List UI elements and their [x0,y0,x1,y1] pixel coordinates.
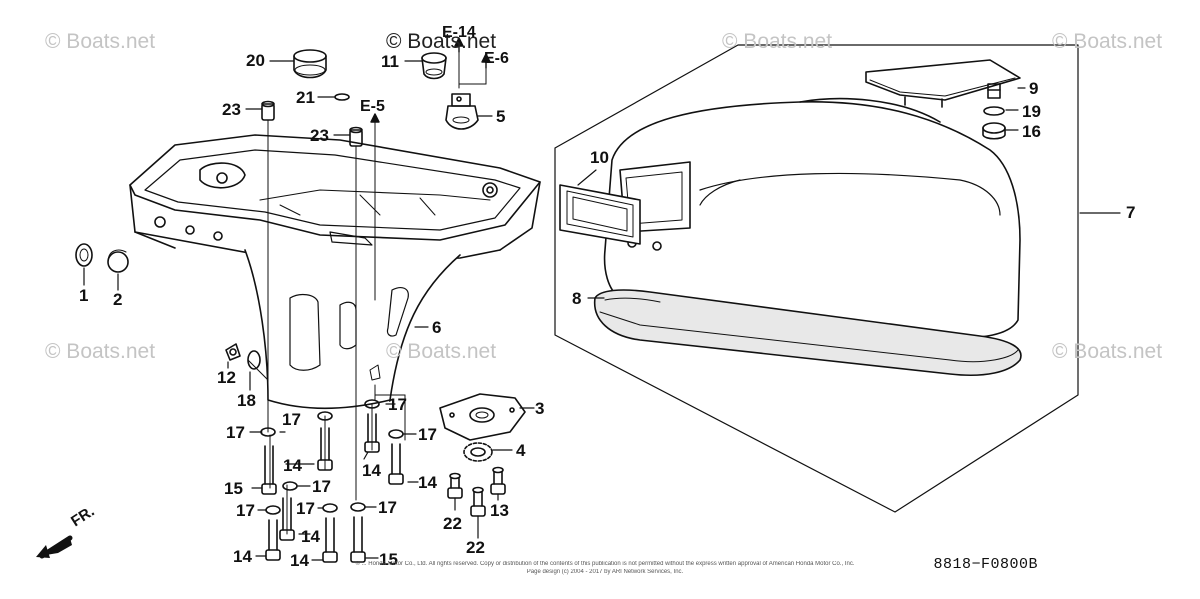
callout-17-a: 17 [388,395,407,414]
callout-18: 18 [237,391,256,410]
callout-17-e: 17 [312,477,331,496]
part-3-shape [439,393,526,441]
callout-22-b: 22 [466,538,485,557]
callout-15-b: 15 [379,550,398,569]
callout-17-c: 17 [226,423,245,442]
callout-17-h: 17 [378,498,397,517]
engine-cover [554,44,1079,513]
callout-11: 11 [381,52,399,71]
ref-e5: E-5 [360,98,385,115]
copyright-line-1: © ... Honda Motor Co., Ltd. All rights r… [355,561,855,567]
watermark-top-center: © Boats.net [386,30,497,53]
callout-17-b: 17 [418,425,437,444]
part-16-shape [982,122,1006,140]
callout-6: 6 [432,318,442,337]
callout-14-a: 14 [283,456,302,475]
part-11-shape [421,52,447,80]
callout-2: 2 [113,290,123,309]
part-1-shape [75,243,93,267]
callout-5: 5 [496,107,506,126]
callout-7: 7 [1126,203,1136,222]
callout-23-b: 23 [310,126,329,145]
callout-4: 4 [516,441,526,460]
leader-lines [83,60,1121,561]
callout-22-a: 22 [443,514,462,533]
reference-arrows [370,37,491,123]
callout-16: 16 [1022,122,1041,141]
watermark-top-mid-right: © Boats.net [722,30,833,53]
part-9-shape [987,83,1001,99]
callout-1: 1 [79,286,89,305]
part-10-shape [559,184,641,245]
part-4-shape [463,442,493,462]
callout-15-a: 15 [224,479,243,498]
callout-14-c: 14 [418,473,437,492]
callout-8: 8 [572,289,582,308]
part-5-shape [445,93,479,130]
callout-10: 10 [590,148,609,167]
part-20-shape [293,49,327,79]
callout-17-d: 17 [282,410,301,429]
watermark-mid-left: © Boats.net [45,340,156,363]
part-23-a-shape [261,100,275,121]
callout-19: 19 [1022,102,1041,121]
copyright-line-2: Page design (c) 2004 - 2017 by ARI Netwo… [526,569,684,575]
callout-20: 20 [246,51,265,70]
part-12-shape [225,343,241,361]
part-19-shape [983,106,1005,116]
watermark-mid-center: © Boats.net [386,340,497,363]
ref-e14: E-14 [442,24,476,41]
watermark-mid-right: © Boats.net [1052,340,1163,363]
callout-12: 12 [217,368,236,387]
callout-23-a: 23 [222,100,241,119]
part-lid-shape [865,59,1021,108]
callout-21: 21 [296,88,315,107]
under-cover [129,134,541,410]
front-direction-arrow [36,535,73,559]
part-2-shape [107,249,129,273]
callout-3: 3 [535,399,545,418]
part-21-shape [334,93,350,101]
callout-14-f: 14 [290,551,309,570]
callout-13: 13 [490,501,509,520]
callout-14-e: 14 [233,547,252,566]
ref-e6: E-6 [484,50,509,67]
callout-14-b: 14 [362,461,381,480]
callout-9: 9 [1029,79,1039,98]
watermark-top-left: © Boats.net [45,30,156,53]
watermark-top-right: © Boats.net [1052,30,1163,53]
callout-14-d: 14 [301,527,320,546]
diagram-code: 8818−F0800B [933,556,1038,573]
callout-17-g: 17 [296,499,315,518]
callout-17-f: 17 [236,501,255,520]
